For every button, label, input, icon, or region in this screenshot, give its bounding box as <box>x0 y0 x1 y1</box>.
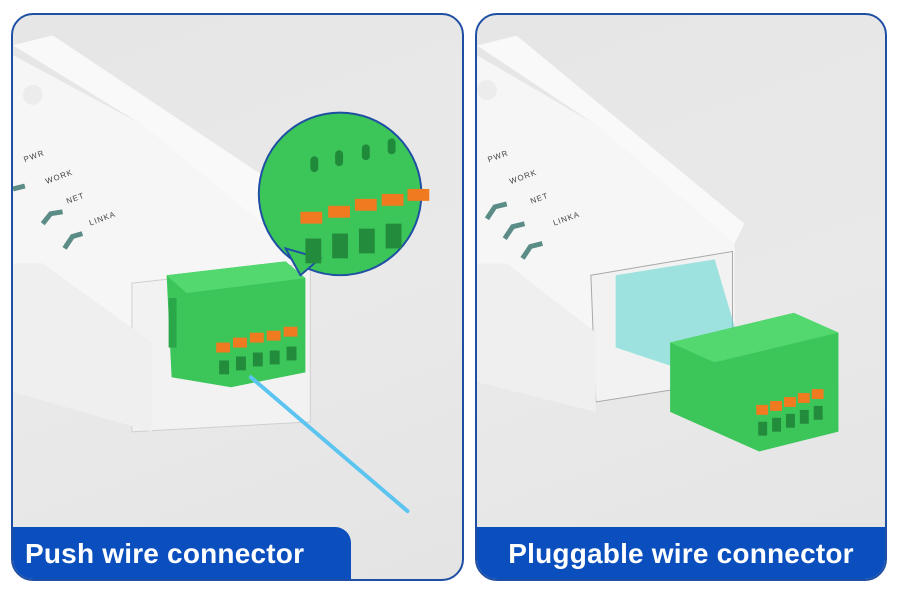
led-pwr-icon <box>484 201 508 221</box>
caption-pluggable-wire-connector: Pluggable wire connector <box>477 527 885 579</box>
caption-push-wire-connector: Push wire connector <box>13 527 351 579</box>
panel-push-wire-connector: PWR WORK NET LINKA <box>11 13 464 581</box>
led-linka-icon <box>520 241 543 260</box>
led-net-icon <box>40 209 63 226</box>
led-net-icon <box>502 221 526 240</box>
push-wire-connector <box>166 261 306 388</box>
panel-pluggable-wire-connector: PWR WORK NET LINKA Pluggable wire connec… <box>475 13 887 581</box>
device-side <box>13 263 152 432</box>
device-illustration: PWR WORK NET LINKA <box>13 35 430 514</box>
zoom-callout <box>257 111 430 277</box>
led-pwr-icon <box>13 183 26 192</box>
pluggable-connector <box>670 312 839 452</box>
device-illustration: PWR WORK NET LINKA <box>477 35 839 452</box>
wire <box>248 375 410 514</box>
led-linka-icon <box>62 231 84 250</box>
